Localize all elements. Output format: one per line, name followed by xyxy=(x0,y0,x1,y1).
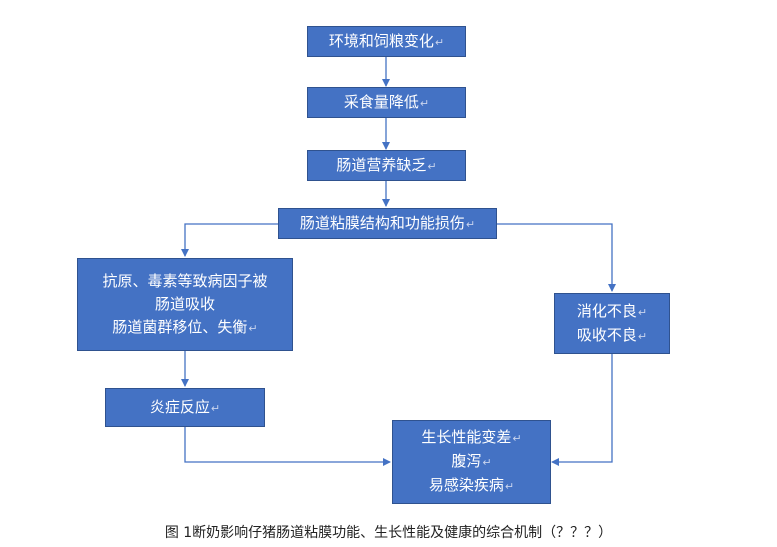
node-outcome-line-2: 腹泻 xyxy=(451,452,482,470)
node-pathogen: 抗原、毒素等致病因子被 肠道吸收 肠道菌群移位、失衡↵ xyxy=(77,258,293,351)
return-mark-icon: ↵ xyxy=(504,480,515,493)
node-outcome-line-3: 易感染疾病 xyxy=(428,476,504,494)
node-mucosa-damage-label: 肠道粘膜结构和功能损伤 xyxy=(299,213,465,232)
return-mark-icon: ↵ xyxy=(465,217,476,231)
node-intake-drop: 采食量降低↵ xyxy=(307,87,466,118)
return-mark-icon: ↵ xyxy=(512,432,522,445)
node-digestion-line-2: 吸收不良 xyxy=(576,325,637,344)
return-mark-icon: ↵ xyxy=(637,329,648,343)
edge-digestion-to-outcome xyxy=(551,354,613,466)
figure-caption: 图 1断奶影响仔猪肠道粘膜功能、生长性能及健康的综合机制（？？？） xyxy=(164,525,613,541)
node-mucosa-damage: 肠道粘膜结构和功能损伤↵ xyxy=(278,208,497,239)
return-mark-icon: ↵ xyxy=(419,96,430,110)
node-pathogen-line-2: 肠道吸收 xyxy=(154,294,215,313)
return-mark-icon: ↵ xyxy=(210,401,221,415)
node-pathogen-line-1: 抗原、毒素等致病因子被 xyxy=(102,271,268,290)
node-digestion-line-1: 消化不良 xyxy=(576,301,637,320)
return-mark-icon: ↵ xyxy=(248,321,258,335)
node-env-change: 环境和饲粮变化↵ xyxy=(307,26,466,57)
node-outcome-line-1: 生长性能变差 xyxy=(421,428,512,446)
return-mark-icon: ↵ xyxy=(434,35,445,49)
return-mark-icon: ↵ xyxy=(482,456,492,469)
node-outcome: 生长性能变差↵ 腹泻↵ 易感染疾病↵ xyxy=(392,420,551,504)
return-mark-icon: ↵ xyxy=(427,159,437,173)
node-nutrition-lack: 肠道营养缺乏↵ xyxy=(307,150,466,181)
node-inflammation: 炎症反应↵ xyxy=(105,388,265,427)
node-nutrition-lack-label: 肠道营养缺乏 xyxy=(336,155,427,174)
node-pathogen-line-3: 肠道菌群移位、失衡 xyxy=(112,317,248,336)
edge-mucosa-to-pathogen xyxy=(181,223,278,257)
node-env-change-label: 环境和饲粮变化 xyxy=(328,31,434,50)
edge-inflammation-to-outcome xyxy=(184,427,391,466)
node-intake-drop-label: 采食量降低 xyxy=(343,92,419,111)
return-mark-icon: ↵ xyxy=(637,305,648,319)
edge-mucosa-to-digestion xyxy=(497,223,616,292)
node-digestion: 消化不良↵ 吸收不良↵ xyxy=(554,293,670,354)
node-inflammation-label: 炎症反应 xyxy=(149,397,210,416)
